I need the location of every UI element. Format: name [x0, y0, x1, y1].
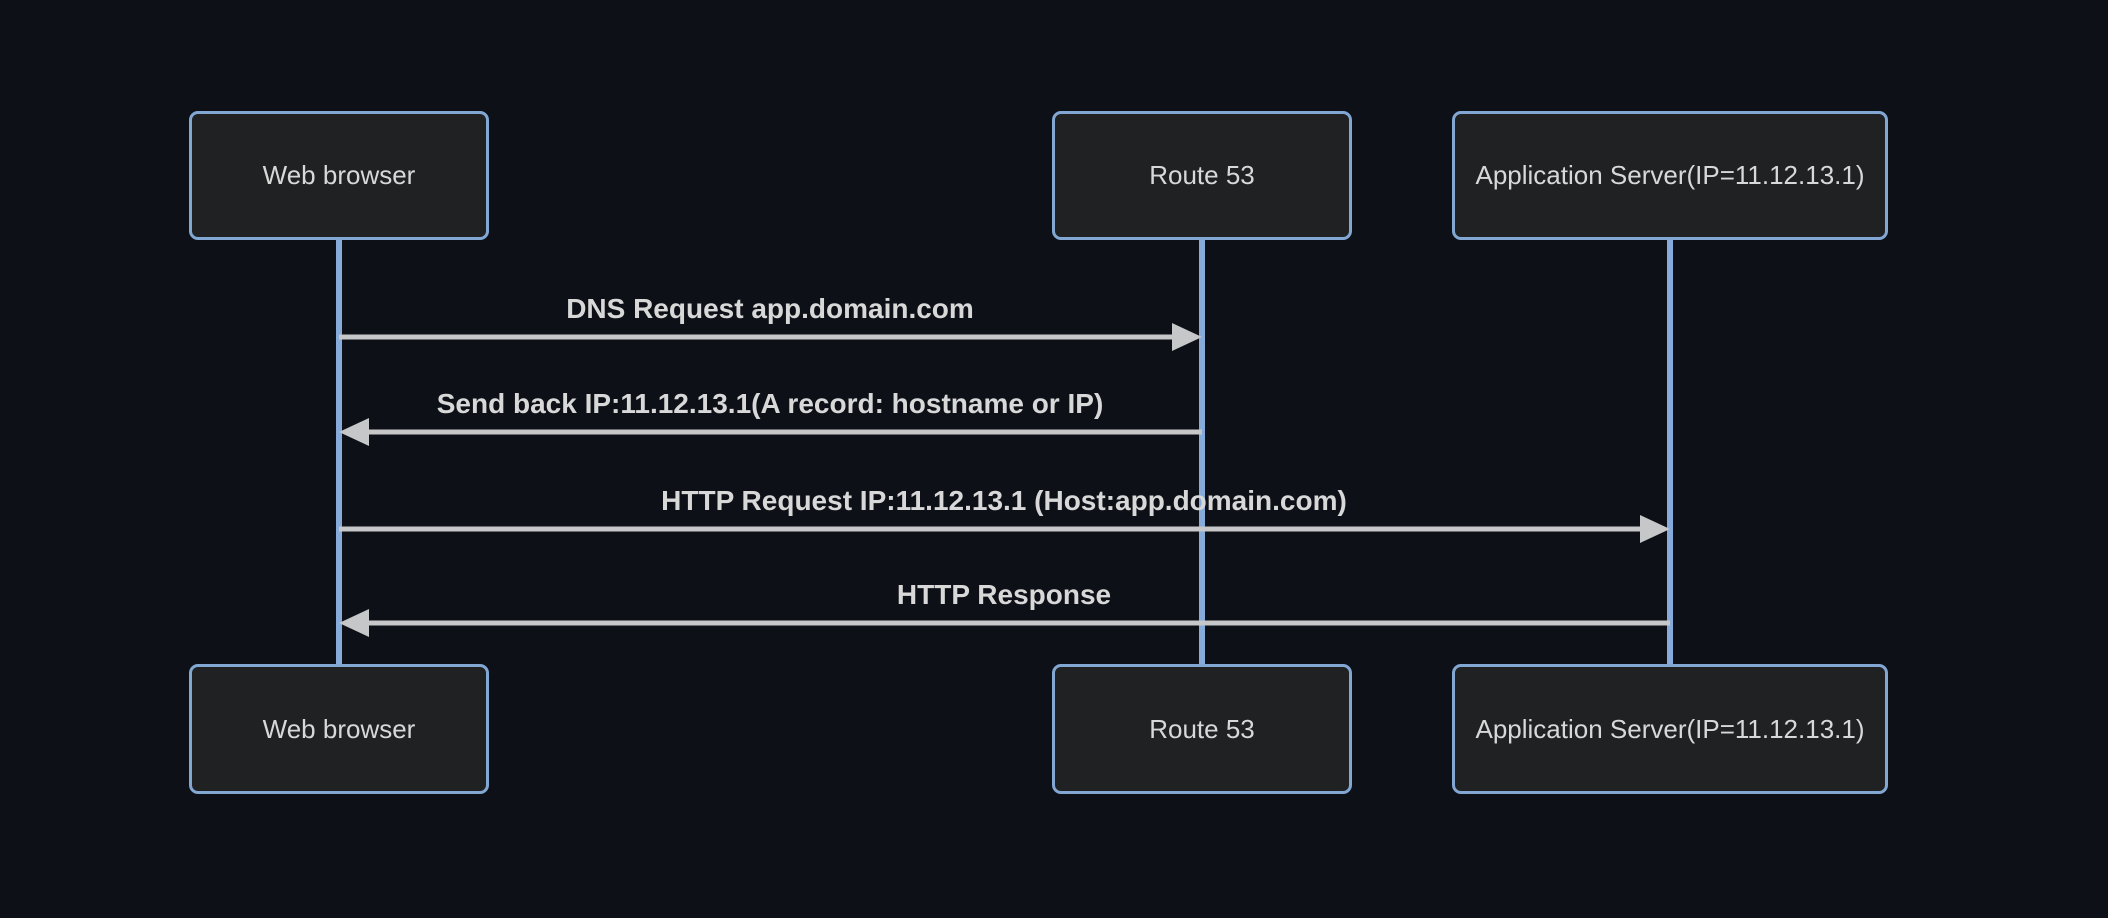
- message-label-dns-request: DNS Request app.domain.com: [566, 293, 974, 324]
- message-label-send-back-ip: Send back IP:11.12.13.1(A record: hostna…: [436, 388, 1104, 419]
- arrowhead-left-icon: [339, 609, 369, 637]
- actor-box-route-53-bottom: Route 53: [1052, 664, 1352, 794]
- actor-label: Application Server(IP=11.12.13.1): [1475, 713, 1865, 744]
- actor-box-route-53-top: Route 53: [1052, 111, 1352, 240]
- actor-box-web-browser-bottom: Web browser: [189, 664, 489, 794]
- message-label-http-request: HTTP Request IP:11.12.13.1 (Host:app.dom…: [661, 485, 1347, 516]
- actor-label: Route 53: [1149, 160, 1255, 190]
- actor-box-web-browser-top: Web browser: [189, 111, 489, 240]
- actor-label: Web browser: [262, 160, 416, 190]
- actor-label: Route 53: [1149, 713, 1255, 744]
- message-label-http-response: HTTP Response: [896, 579, 1112, 610]
- actor-label: Web browser: [262, 713, 416, 744]
- arrowhead-left-icon: [339, 418, 369, 446]
- actor-label: Application Server(IP=11.12.13.1): [1475, 160, 1865, 190]
- actor-box-app-server-top: Application Server(IP=11.12.13.1): [1452, 111, 1888, 240]
- actor-box-app-server-bottom: Application Server(IP=11.12.13.1): [1452, 664, 1888, 794]
- arrowhead-right-icon: [1172, 323, 1202, 351]
- arrowhead-right-icon: [1640, 515, 1670, 543]
